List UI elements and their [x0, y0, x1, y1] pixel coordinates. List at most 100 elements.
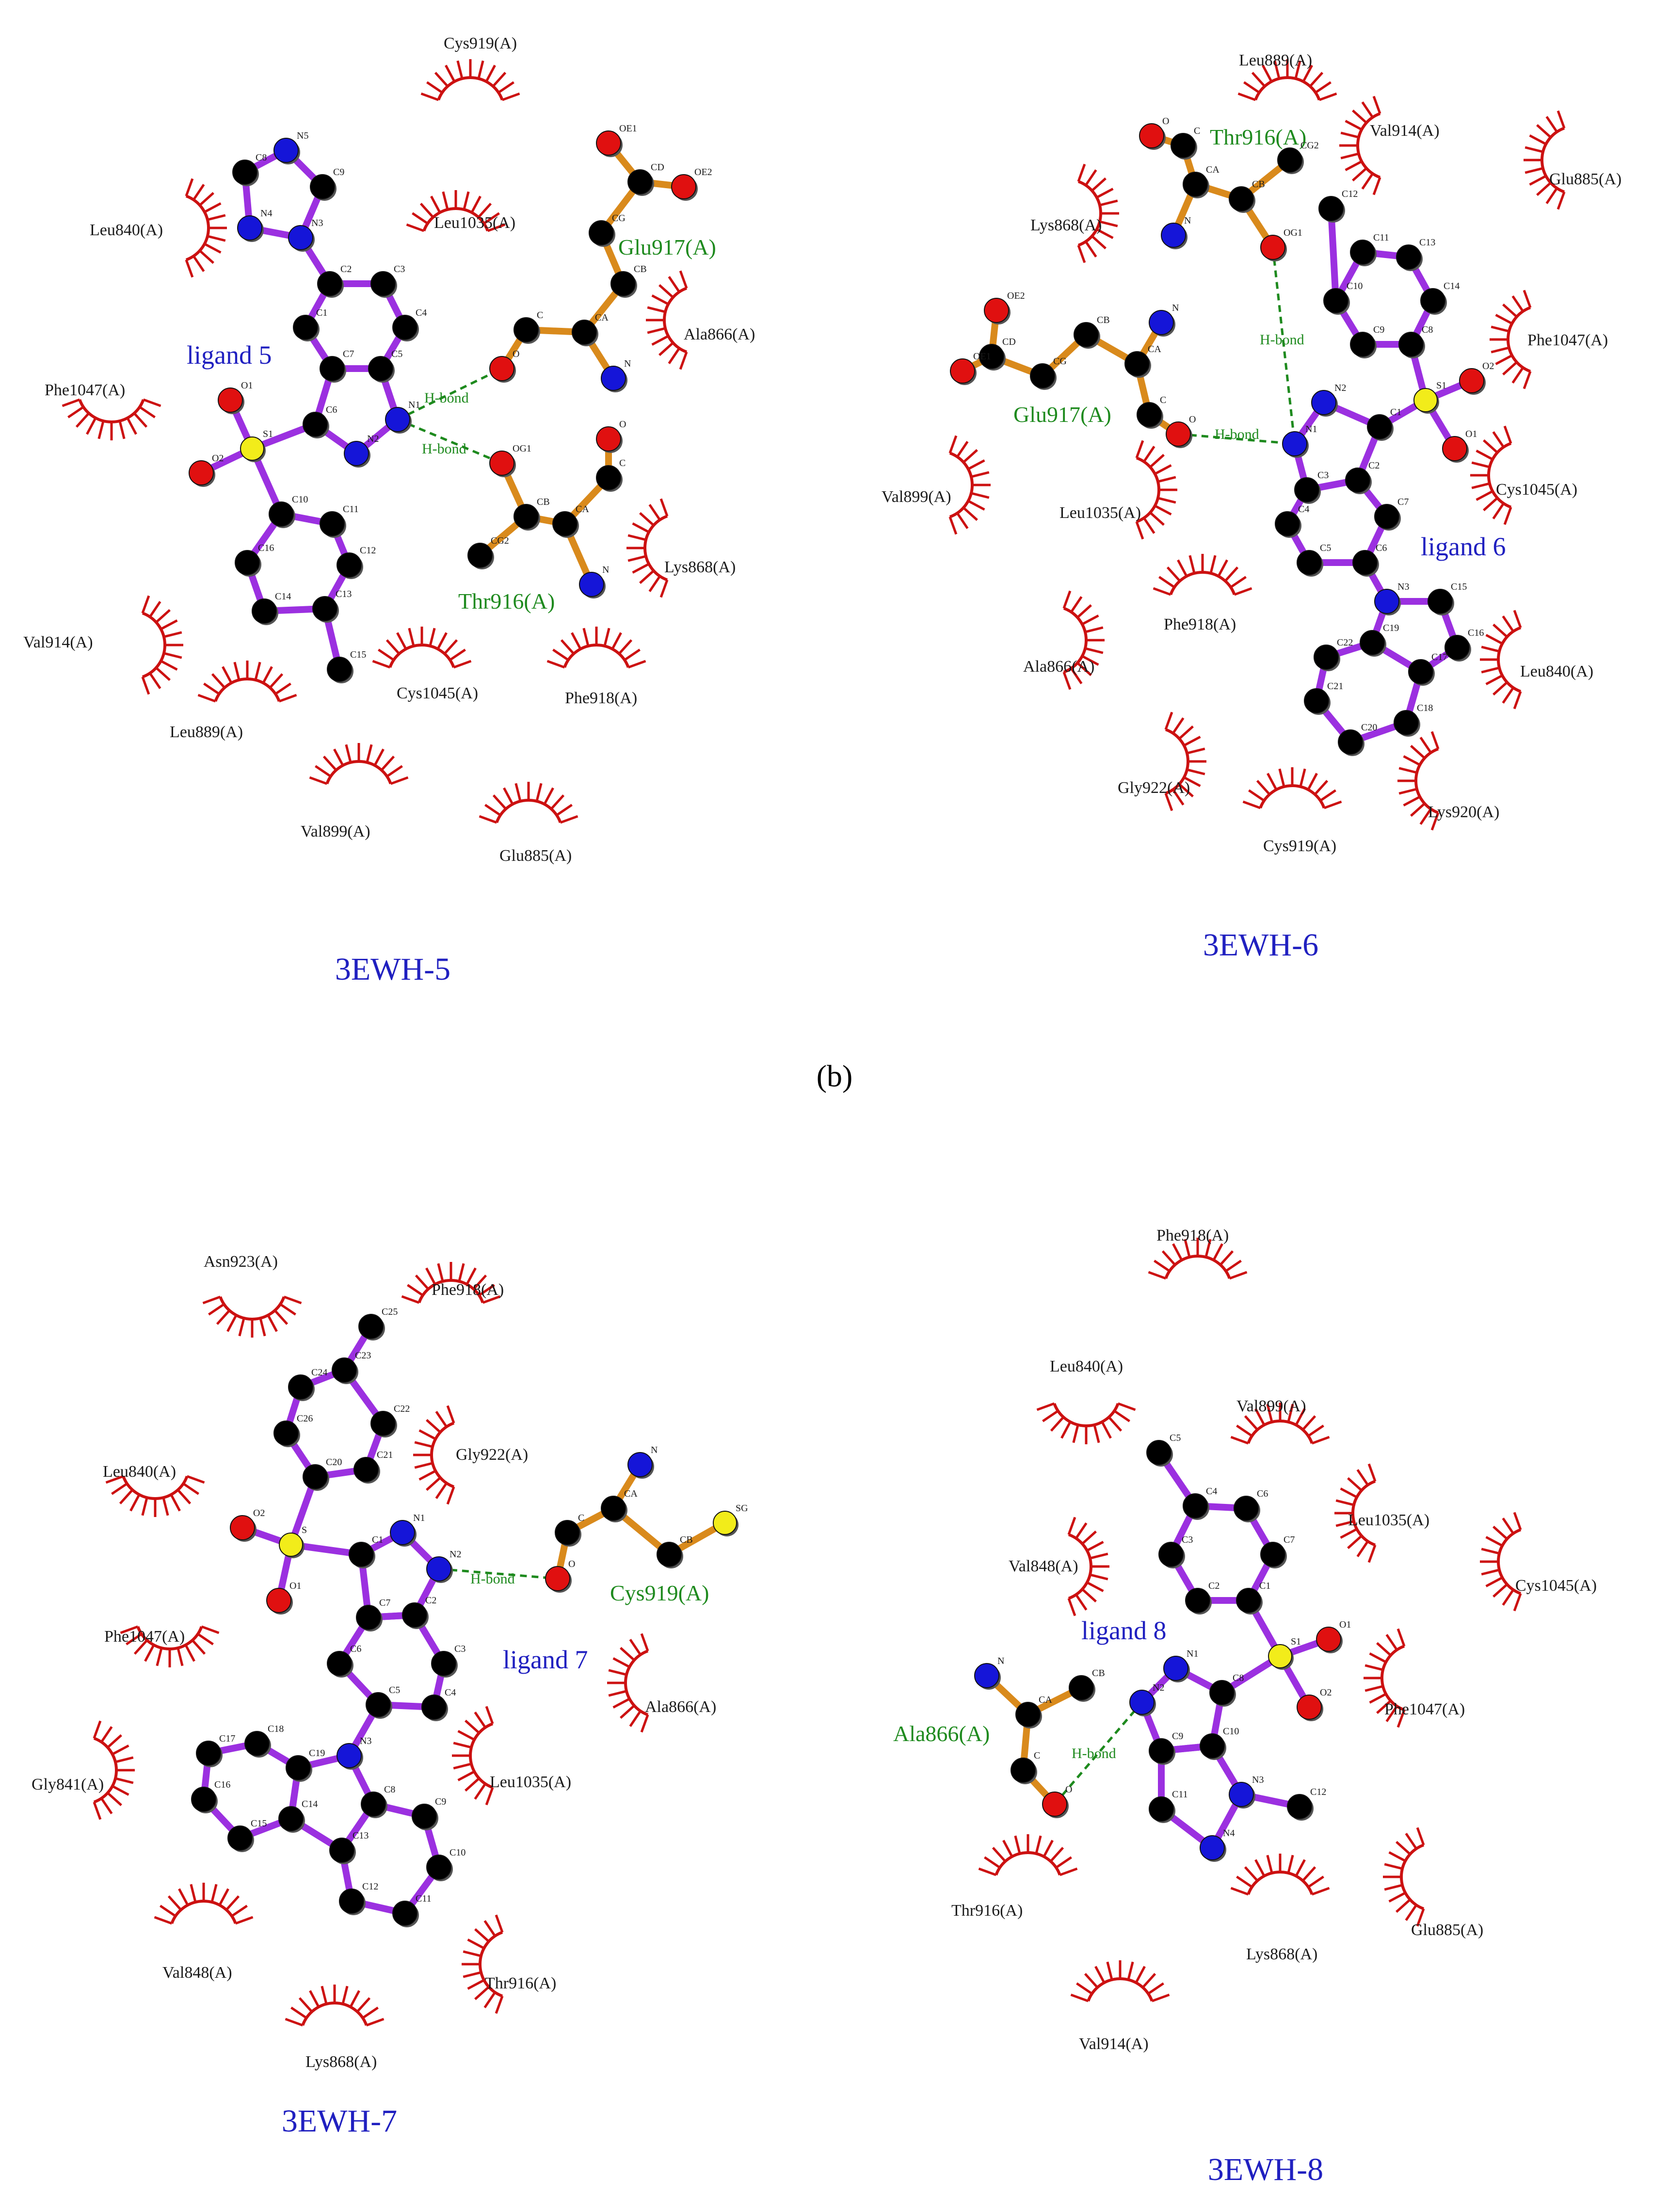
atom-label: C13 — [336, 589, 352, 599]
arc-spoke — [434, 72, 449, 87]
arc-curve — [1068, 1533, 1092, 1600]
residue-label: Cys1045(A) — [397, 684, 478, 702]
arc-spoke — [1183, 736, 1201, 747]
atom-label: C4 — [1298, 504, 1309, 515]
residue-label: Ala866(A) — [684, 325, 755, 343]
arc-spoke — [1335, 1499, 1354, 1506]
arc-curve — [1165, 728, 1189, 795]
arc-spoke — [1492, 431, 1505, 448]
arc-spoke — [126, 1633, 143, 1646]
arc-spoke — [112, 1744, 129, 1756]
arc-spoke — [385, 639, 401, 655]
atom-label: CA — [1148, 344, 1161, 355]
arc-spoke — [414, 1462, 433, 1469]
atom-label: N1 — [408, 400, 420, 410]
nitrogen-atom — [1374, 589, 1399, 614]
arc-spoke — [210, 1884, 218, 1903]
arc-spoke — [1244, 1415, 1259, 1431]
atom-label: C23 — [355, 1350, 371, 1361]
residue-label: Cys919(A) — [444, 34, 517, 52]
arc-spoke — [390, 776, 409, 785]
atom-label: C4 — [416, 307, 427, 318]
carbon-atom — [589, 220, 614, 245]
arc-spoke — [414, 1441, 433, 1448]
arc-spoke — [1096, 188, 1114, 199]
arc-spoke — [184, 1644, 195, 1662]
arc-spoke — [1364, 1685, 1383, 1692]
hydrophobic-contact-arc — [1242, 767, 1342, 809]
arc-spoke — [129, 1494, 141, 1512]
arc-spoke — [611, 632, 622, 650]
arc-spoke — [495, 1914, 504, 1933]
arc-spoke — [1481, 1568, 1500, 1576]
atom-label: N2 — [1334, 383, 1346, 393]
oxygen-atom — [489, 451, 514, 476]
arc-curve — [624, 1649, 649, 1716]
arc-spoke — [1219, 1250, 1234, 1266]
arc-spoke — [560, 639, 575, 655]
arc-spoke — [1236, 1875, 1253, 1888]
arc-spoke — [485, 1787, 494, 1806]
arc-spoke — [233, 662, 241, 680]
residue-label: Phe1047(A) — [1384, 1700, 1465, 1718]
carbon-atom — [273, 1421, 299, 1446]
atom-label: C15 — [1451, 581, 1467, 592]
arc-spoke — [1405, 1833, 1417, 1850]
arc-spoke — [632, 522, 650, 533]
arc-spoke — [1070, 1993, 1089, 2002]
arc-spoke — [483, 212, 500, 225]
arc-spoke — [372, 660, 391, 669]
arc-spoke — [1340, 131, 1359, 139]
arc-spoke — [1485, 634, 1503, 645]
arc-spoke — [1273, 60, 1281, 79]
hydrophobic-contact-arc — [197, 661, 297, 703]
carbon-atom — [421, 1695, 447, 1720]
arc-spoke — [149, 672, 161, 689]
atom-label: C1 — [1390, 407, 1401, 418]
sulfur-atom — [1413, 388, 1438, 412]
atom-label: S — [302, 1525, 307, 1535]
arc-curve — [422, 207, 489, 232]
residue-label: Ala866(A) — [645, 1698, 716, 1716]
atom-label: C6 — [326, 404, 337, 415]
atom-label: O2 — [212, 453, 224, 464]
arc-spoke — [1090, 1573, 1108, 1581]
atom-label: C1 — [372, 1534, 383, 1545]
ligand-label-5: ligand 5 — [187, 340, 272, 370]
arc-spoke — [497, 81, 514, 94]
arc-spoke — [1002, 1840, 1013, 1857]
arc-spoke — [115, 1756, 134, 1763]
residue-label: Phe918(A) — [432, 1281, 504, 1299]
arc-spoke — [1492, 1583, 1508, 1598]
residue-label: Phe1047(A) — [1527, 331, 1608, 349]
arc-spoke — [1070, 667, 1083, 684]
carbon-atom — [1229, 186, 1254, 211]
arc-spoke — [143, 398, 161, 407]
hydrophobic-contact-arc — [479, 782, 578, 824]
residue-label: Lys868(A) — [305, 2053, 377, 2071]
arc-spoke — [386, 765, 403, 777]
arc-spoke — [1149, 453, 1165, 468]
arc-spoke — [992, 1847, 1007, 1862]
arc-spoke — [345, 744, 352, 763]
nitrogen-atom — [601, 366, 626, 391]
arc-spoke — [1503, 425, 1512, 444]
atom-label: CA — [595, 312, 609, 323]
carbon-atom — [1149, 1738, 1174, 1763]
arc-spoke — [1352, 167, 1367, 182]
arc-spoke — [659, 579, 669, 598]
atom-label: C18 — [268, 1724, 284, 1734]
arc-spoke — [1248, 789, 1265, 802]
arc-spoke — [419, 203, 434, 218]
atom-label: N3 — [360, 1736, 371, 1746]
hydrophobic-contact-arc — [93, 1720, 135, 1820]
atom-label: C3 — [454, 1644, 465, 1654]
carbon-atom — [392, 1901, 417, 1926]
arc-spoke — [279, 1303, 296, 1316]
atom-label: C4 — [1206, 1486, 1217, 1497]
oxygen-atom — [1166, 421, 1191, 447]
nitrogen-atom — [273, 138, 299, 163]
arc-spoke — [612, 1697, 630, 1709]
residue-label: Phe1047(A) — [104, 1628, 185, 1646]
arc-spoke — [1315, 81, 1332, 94]
